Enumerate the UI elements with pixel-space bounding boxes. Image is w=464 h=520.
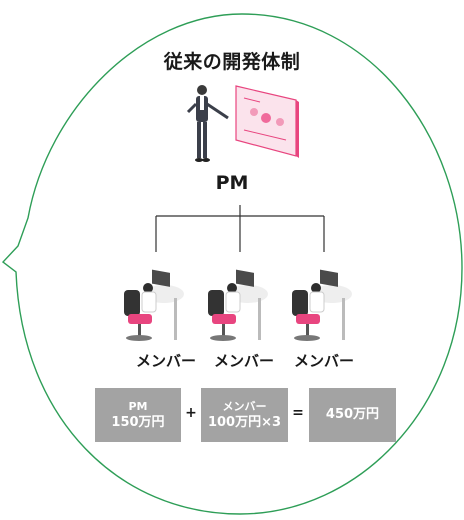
diagram-title: 従来の開発体制 <box>163 51 301 73</box>
pm-cost-value: 150万円 <box>111 414 165 430</box>
member-cost-value: 100万円×3 <box>207 414 282 430</box>
member-workstation-illustration <box>292 269 352 341</box>
pm-label: PM <box>215 172 249 194</box>
member-cost-title: メンバー <box>222 399 267 413</box>
member-workstation-illustration <box>124 269 184 341</box>
total-cost-box: 450万円 <box>309 388 396 442</box>
member-cost-box: メンバー 100万円×3 <box>201 388 288 442</box>
presentation-board-icon <box>235 85 299 158</box>
total-cost-value: 450万円 <box>325 407 380 422</box>
pm-person-icon <box>186 85 229 162</box>
org-connector-lines <box>155 205 325 252</box>
member-label: メンバー <box>293 352 354 370</box>
pm-presenter-illustration <box>186 85 299 162</box>
pm-cost-title: PM <box>128 399 148 413</box>
member-workstation-illustration <box>208 269 268 341</box>
member-label: メンバー <box>135 352 196 370</box>
equals-sign: = <box>292 405 304 421</box>
member-label: メンバー <box>213 352 274 370</box>
pm-cost-box: PM 150万円 <box>95 388 181 442</box>
plus-sign: + <box>185 405 197 421</box>
